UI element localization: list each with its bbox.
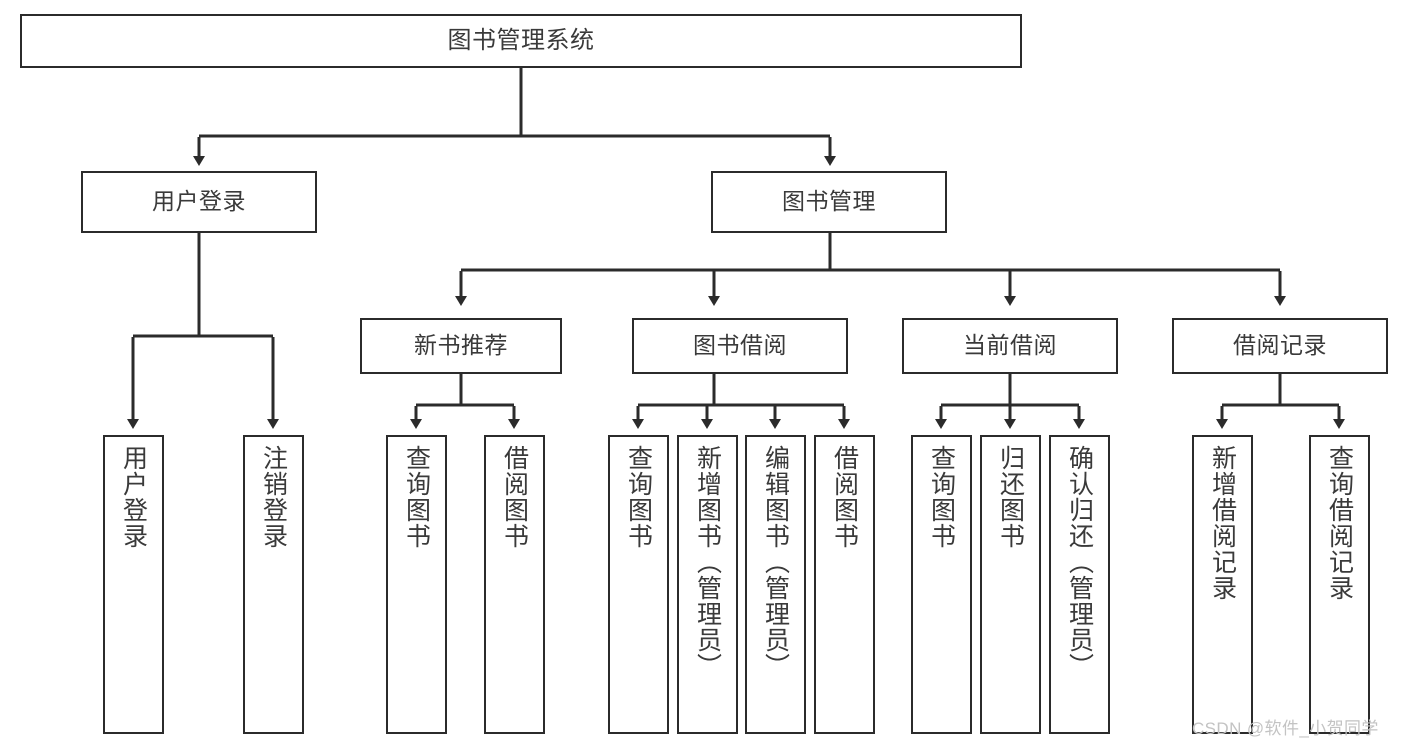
node-book-management[interactable]: 图书管理 — [711, 171, 947, 233]
node-label: 查询图书 — [402, 445, 431, 549]
node-label: 图书管理系统 — [447, 26, 595, 54]
node-borrow-record[interactable]: 借阅记录 — [1172, 318, 1388, 374]
node-label: 查询借阅记录 — [1325, 445, 1354, 601]
leaf-borrow-book[interactable]: 借阅图书 — [814, 435, 875, 734]
node-label: 确认归还（管理员） — [1065, 445, 1094, 679]
node-label: 注销登录 — [259, 445, 288, 549]
node-label: 新书推荐 — [414, 332, 508, 359]
node-label: 借阅图书 — [500, 445, 529, 549]
leaf-user-login[interactable]: 用户登录 — [103, 435, 164, 734]
leaf-query-book-newbook[interactable]: 查询图书 — [386, 435, 447, 734]
node-current-borrow[interactable]: 当前借阅 — [902, 318, 1118, 374]
node-label: 新增图书（管理员） — [693, 445, 722, 679]
node-label: 借阅图书 — [830, 445, 859, 549]
node-root-system[interactable]: 图书管理系统 — [20, 14, 1022, 68]
node-label: 查询图书 — [624, 445, 653, 549]
node-label: 新增借阅记录 — [1208, 445, 1237, 601]
node-label: 查询图书 — [927, 445, 956, 549]
node-book-borrow[interactable]: 图书借阅 — [632, 318, 848, 374]
leaf-borrow-book-newbook[interactable]: 借阅图书 — [484, 435, 545, 734]
node-label: 借阅记录 — [1233, 332, 1327, 359]
node-new-book-recommend[interactable]: 新书推荐 — [360, 318, 562, 374]
node-label: 图书管理 — [782, 188, 876, 215]
leaf-query-borrow-record[interactable]: 查询借阅记录 — [1309, 435, 1370, 734]
node-label: 当前借阅 — [963, 332, 1057, 359]
leaf-add-borrow-record[interactable]: 新增借阅记录 — [1192, 435, 1253, 734]
leaf-add-book-admin[interactable]: 新增图书（管理员） — [677, 435, 738, 734]
leaf-return-book[interactable]: 归还图书 — [980, 435, 1041, 734]
leaf-logout[interactable]: 注销登录 — [243, 435, 304, 734]
node-label: 用户登录 — [119, 445, 148, 549]
leaf-edit-book-admin[interactable]: 编辑图书（管理员） — [745, 435, 806, 734]
csdn-watermark: CSDN @软件_小贺同学 — [1192, 719, 1379, 738]
node-label: 用户登录 — [152, 188, 246, 215]
node-user-login[interactable]: 用户登录 — [81, 171, 317, 233]
leaf-confirm-return-admin[interactable]: 确认归还（管理员） — [1049, 435, 1110, 734]
node-label: 归还图书 — [996, 445, 1025, 549]
leaf-query-book-current[interactable]: 查询图书 — [911, 435, 972, 734]
node-label: 图书借阅 — [693, 332, 787, 359]
leaf-query-book-borrow[interactable]: 查询图书 — [608, 435, 669, 734]
node-label: 编辑图书（管理员） — [761, 445, 790, 679]
